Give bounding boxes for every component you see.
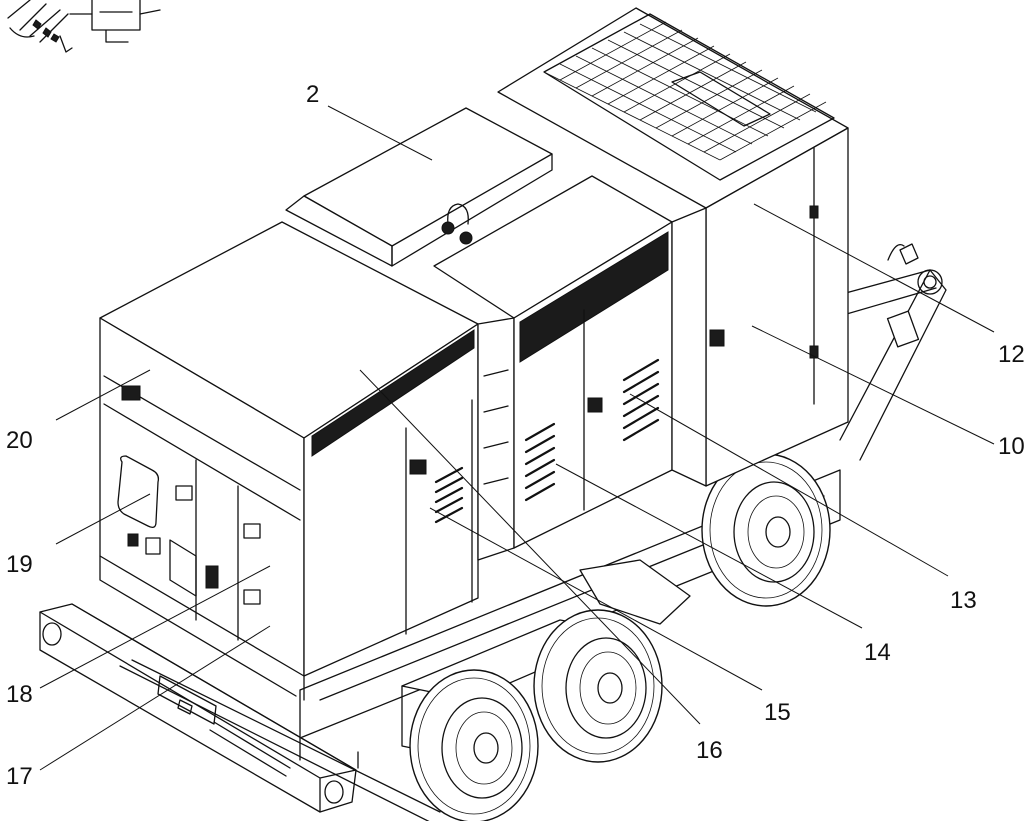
callout-14: 14 [864,639,891,666]
leader-18 [39,565,271,689]
louver-rear-door [434,466,464,524]
leader-15 [429,507,763,691]
callout-20: 20 [6,427,33,454]
wheel-rear-left [409,669,539,821]
leader-20 [55,369,151,421]
front-enclosure [497,7,849,487]
middle-enclosure [285,107,673,561]
callout-10: 10 [998,433,1025,460]
leader-19 [55,493,151,545]
callout-labels: 2 10 12 13 14 15 16 17 18 19 20 [6,81,1025,790]
callout-16: 16 [696,737,723,764]
wheel-front-right [701,453,831,607]
callout-18: 18 [6,681,33,708]
hitch-detail-fragment [7,0,161,53]
rear-enclosure [99,221,479,701]
leader-16 [359,369,701,725]
louver-middle-left [524,422,556,502]
radiator-grille [543,13,835,181]
louver-middle-right [622,358,660,442]
callout-19: 19 [6,551,33,578]
callout-15: 15 [764,699,791,726]
leader-13 [629,393,949,577]
leader-14 [555,463,863,629]
leader-2 [327,105,433,161]
leader-17 [39,625,271,771]
callout-2: 2 [306,81,319,108]
callout-13: 13 [950,587,977,614]
leader-10 [751,325,995,445]
callout-17: 17 [6,763,33,790]
callout-12: 12 [998,341,1025,368]
leader-lines [39,105,995,771]
leader-12 [753,203,995,333]
wheel-rear-right [533,609,663,763]
